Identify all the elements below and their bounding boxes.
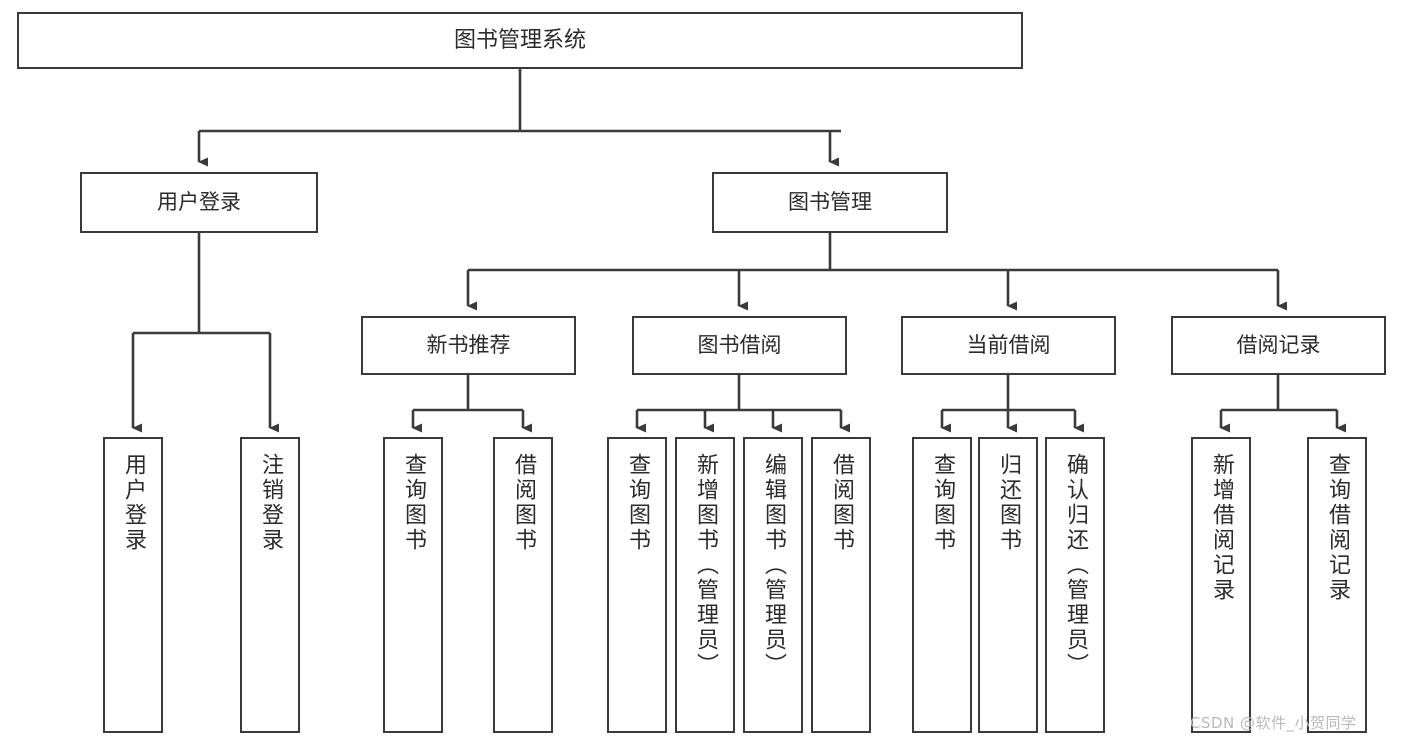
node-label: 编辑图书（管理员） [761,453,786,678]
node-borrow-record[interactable]: 借阅记录 [1171,316,1386,375]
node-book-borrow[interactable]: 图书借阅 [632,316,847,375]
node-label: 查询图书 [625,453,650,553]
node-label: 借阅记录 [1236,333,1321,358]
node-label: 用户登录 [157,190,241,215]
node-root-system[interactable]: 图书管理系统 [17,12,1023,69]
leaf-user-logout[interactable]: 注销登录 [240,437,300,733]
leaf-query-book-current[interactable]: 查询图书 [912,437,972,733]
node-label: 借阅图书 [511,453,536,553]
node-label: 归还图书 [996,453,1021,553]
node-label: 新增图书（管理员） [693,453,718,678]
node-label: 当前借阅 [966,333,1051,358]
node-label: 用户登录 [121,453,146,553]
node-label: 查询图书 [401,453,426,553]
leaf-query-book-borrow[interactable]: 查询图书 [607,437,667,733]
leaf-add-borrow-record[interactable]: 新增借阅记录 [1191,437,1251,733]
node-new-book-recommend[interactable]: 新书推荐 [361,316,576,375]
node-label: 图书管理 [788,190,872,215]
node-label: 确认归还（管理员） [1063,453,1088,678]
leaf-edit-book[interactable]: 编辑图书（管理员） [743,437,803,733]
csdn-watermark: CSDN @软件_小贺同学 [1190,714,1357,732]
leaf-add-book[interactable]: 新增图书（管理员） [675,437,735,733]
node-label: 新书推荐 [426,333,511,358]
node-label: 新增借阅记录 [1209,453,1234,603]
node-label: 查询图书 [930,453,955,553]
leaf-borrow-book[interactable]: 借阅图书 [811,437,871,733]
node-label: 图书借阅 [697,333,782,358]
leaf-user-login[interactable]: 用户登录 [103,437,163,733]
node-book-manage[interactable]: 图书管理 [712,172,948,233]
node-label: 借阅图书 [829,453,854,553]
node-label: 注销登录 [258,453,283,553]
leaf-query-borrow-record[interactable]: 查询借阅记录 [1307,437,1367,733]
leaf-query-book-recommend[interactable]: 查询图书 [383,437,443,733]
leaf-borrow-book-recommend[interactable]: 借阅图书 [493,437,553,733]
leaf-return-book[interactable]: 归还图书 [978,437,1038,733]
node-user-login[interactable]: 用户登录 [80,172,318,233]
node-current-borrow[interactable]: 当前借阅 [901,316,1116,375]
node-label: 图书管理系统 [453,27,586,53]
node-label: 查询借阅记录 [1325,453,1350,603]
leaf-confirm-return[interactable]: 确认归还（管理员） [1045,437,1105,733]
